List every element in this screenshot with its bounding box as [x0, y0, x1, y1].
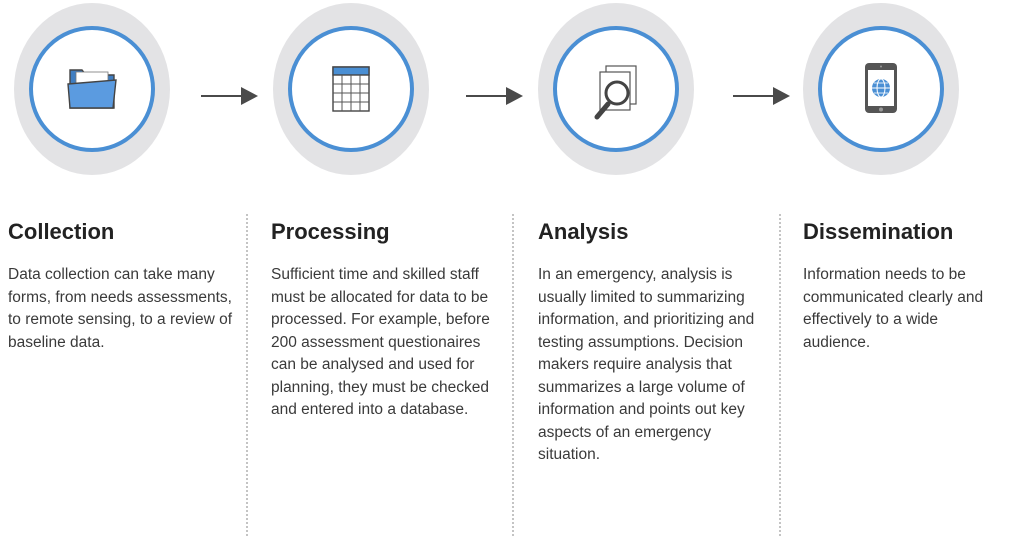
step-title-collection: Collection	[8, 219, 115, 244]
tablet-globe-icon	[865, 63, 897, 113]
spreadsheet-icon	[332, 66, 370, 112]
step-title-analysis: Analysis	[538, 219, 629, 244]
step-collection: Collection Data collection can take many…	[8, 218, 236, 354]
arrow-3	[733, 84, 791, 108]
step-analysis: Analysis In an emergency, analysis is us…	[538, 218, 764, 467]
step-dissemination: Dissemination Information needs to be co…	[803, 218, 1003, 354]
folder-icon	[67, 69, 117, 109]
step-circle-dissemination	[801, 0, 961, 178]
arrow-1	[201, 84, 259, 108]
step-title-dissemination: Dissemination	[803, 219, 954, 244]
column-divider-2	[512, 214, 514, 536]
arrow-2	[466, 84, 524, 108]
step-circle-processing	[271, 0, 431, 178]
column-divider-1	[246, 214, 248, 536]
column-divider-3	[779, 214, 781, 536]
step-description-dissemination: Information needs to be communicated cle…	[803, 266, 984, 351]
step-description-processing: Sufficient time and skilled staff must b…	[271, 266, 490, 418]
step-circle-collection	[12, 0, 172, 178]
step-description-analysis: In an emergency, analysis is usually lim…	[538, 266, 755, 463]
step-circle-analysis	[536, 0, 696, 178]
magnifier-document-icon	[594, 65, 637, 120]
step-description-collection: Data collection can take many forms, fro…	[8, 266, 233, 351]
step-processing: Processing Sufficient time and skilled s…	[271, 218, 499, 422]
step-title-processing: Processing	[271, 219, 390, 244]
